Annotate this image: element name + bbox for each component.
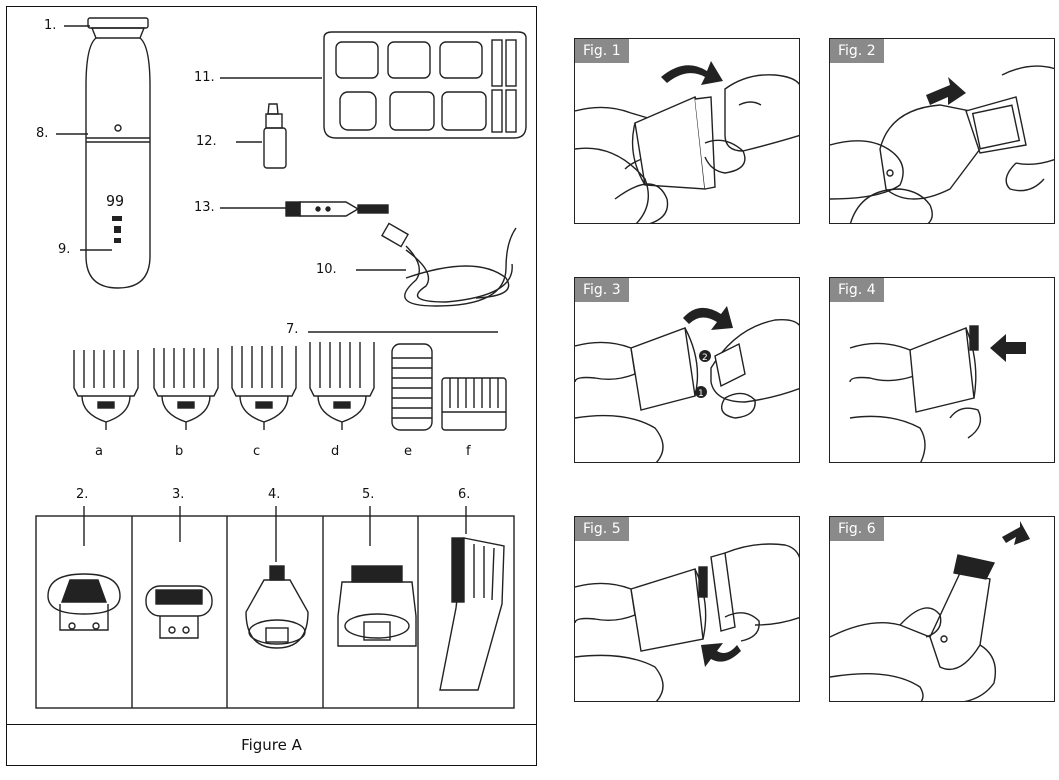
fig-1-label: Fig. 1 xyxy=(575,39,629,63)
comb-label-b: b xyxy=(175,444,184,459)
label-11: 11. xyxy=(194,70,215,85)
fig-3-label: Fig. 3 xyxy=(575,278,629,302)
fig-2-label: Fig. 2 xyxy=(830,39,884,63)
label-8: 8. xyxy=(36,126,49,141)
label-7: 7. xyxy=(286,322,299,337)
fig-1-panel: Fig. 1 xyxy=(574,38,800,224)
fig-3-marker-1: 1 xyxy=(698,389,704,399)
label-13: 13. xyxy=(194,200,215,215)
comb-label-c: c xyxy=(253,444,261,459)
charger-plug xyxy=(285,201,389,217)
comb-label-d: d xyxy=(331,444,340,459)
usb-cable xyxy=(381,222,517,307)
fig-5-label: Fig. 5 xyxy=(575,517,629,541)
label-6: 6. xyxy=(458,487,471,502)
label-3: 3. xyxy=(172,487,185,502)
combs xyxy=(73,342,507,431)
fig-4-panel: Fig. 4 xyxy=(829,277,1055,463)
label-12: 12. xyxy=(196,134,217,149)
comb-label-a: a xyxy=(95,444,103,459)
fig-3-marker-2: 2 xyxy=(702,353,708,363)
label-9: 9. xyxy=(58,242,71,257)
comb-label-f: f xyxy=(466,444,471,459)
fig-3-panel: Fig. 3 2 1 xyxy=(574,277,800,463)
display-value: 99 xyxy=(106,192,124,210)
comb-e xyxy=(391,343,433,431)
fig-6-label: Fig. 6 xyxy=(830,517,884,541)
trimmer-body xyxy=(85,17,151,289)
label-5: 5. xyxy=(362,487,375,502)
fig-2-panel: Fig. 2 xyxy=(829,38,1055,224)
attachment-tray xyxy=(323,31,527,139)
fig-4-label: Fig. 4 xyxy=(830,278,884,302)
figure-a-caption: Figure A xyxy=(6,724,537,766)
label-2: 2. xyxy=(76,487,89,502)
comb-label-e: e xyxy=(404,444,412,459)
fig-5-panel: Fig. 5 xyxy=(574,516,800,702)
oil-bottle xyxy=(263,103,287,169)
label-4: 4. xyxy=(268,487,281,502)
label-10: 10. xyxy=(316,262,337,277)
fig-6-panel: Fig. 6 xyxy=(829,516,1055,702)
comb-f xyxy=(441,377,507,431)
label-1: 1. xyxy=(44,18,57,33)
heads-row xyxy=(35,506,515,709)
figure-a-illustration: 99 xyxy=(35,17,527,709)
